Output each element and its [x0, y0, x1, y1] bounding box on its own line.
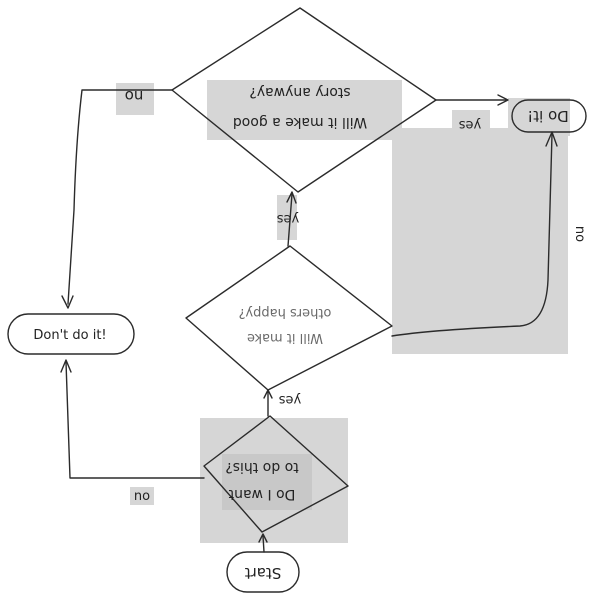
highlight-yes-label-top [452, 110, 490, 138]
highlight-yes-label-middle [277, 195, 297, 240]
arrow-want-to-dont [65, 361, 205, 479]
highlight-no-label-bottom [130, 487, 154, 505]
decision-story-diamond [171, 7, 437, 193]
highlight-right-panel [392, 128, 568, 354]
arrowhead-want-to-dont [60, 359, 72, 373]
highlight-want-text [222, 454, 312, 510]
arrowhead-story-to-dont [61, 295, 74, 309]
start-terminal [226, 551, 300, 593]
decision-want-diamond [203, 415, 349, 533]
story-line-2: story anyway? [249, 84, 350, 100]
arrowhead-want-to-others [263, 389, 273, 399]
highlight-story-decision [207, 80, 402, 140]
edge-label-story-no: no [125, 87, 144, 105]
highlight-no-label-top [116, 83, 154, 115]
do-it-label: Do it! [527, 107, 569, 125]
dont-do-it-label: Don't do it! [33, 328, 106, 343]
want-line-2: to do this? [225, 459, 298, 475]
arrow-others-to-doit [391, 133, 553, 337]
arrowhead-start-to-want [258, 533, 268, 543]
others-line-2: others happy? [239, 305, 332, 320]
arrowhead-story-to-doit [497, 94, 509, 106]
start-label: Start [245, 564, 282, 582]
edge-label-story-yes: yes [459, 117, 482, 132]
arrowhead-others-to-doit [545, 131, 558, 147]
arrow-others-to-story [287, 193, 293, 247]
do-it-terminal [511, 99, 587, 133]
edge-label-others-no: no [572, 226, 587, 242]
edge-label-others-yes: yes [277, 211, 300, 226]
highlight-do-it [508, 98, 570, 136]
want-line-1: Do I want [228, 486, 295, 502]
dont-do-it-terminal [7, 313, 135, 355]
others-line-1: Will it make [247, 330, 323, 345]
arrow-start-to-want [262, 535, 265, 553]
arrow-story-to-dont [67, 89, 173, 305]
story-line-1: Will it make a good [233, 114, 367, 130]
arrowhead-others-to-story [286, 191, 297, 204]
edge-label-want-no: no [134, 489, 150, 504]
edge-label-want-yes: yes [279, 392, 302, 407]
